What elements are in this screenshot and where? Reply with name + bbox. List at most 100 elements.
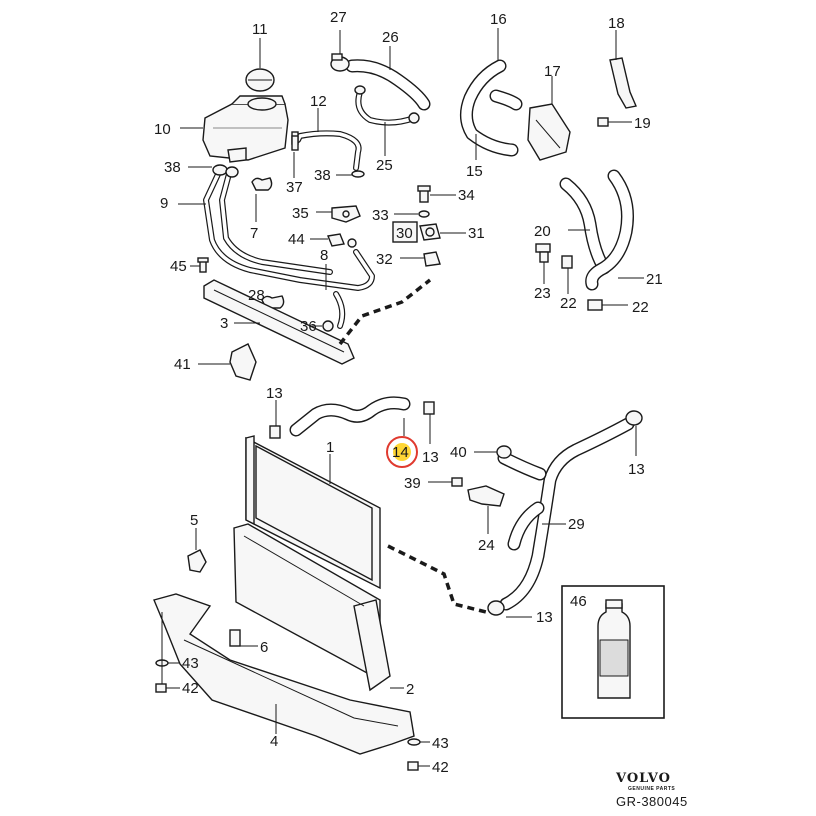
callout-44: 44 xyxy=(288,231,305,248)
callout-16: 16 xyxy=(490,11,507,28)
clamp-13-right-upper xyxy=(625,410,643,426)
callout-43-left: 43 xyxy=(182,655,199,672)
pin-6 xyxy=(229,629,241,647)
callout-42-right: 42 xyxy=(432,759,449,776)
hose-14 xyxy=(289,396,411,437)
fastener-36 xyxy=(322,291,346,332)
bolt-45 xyxy=(197,257,209,273)
radiator-1 xyxy=(245,435,381,590)
callout-26: 26 xyxy=(382,29,399,46)
callout-25: 25 xyxy=(376,157,393,174)
bumper-5 xyxy=(187,549,207,573)
callout-36: 36 xyxy=(300,318,317,335)
clamp-22-upper xyxy=(561,255,573,269)
callout-13-left: 13 xyxy=(266,385,283,402)
bracket-18 xyxy=(609,57,637,109)
callout-35: 35 xyxy=(292,205,309,222)
bolt-34 xyxy=(417,185,431,203)
brand-block: VOLVO GENUINE PARTS GR-380045 xyxy=(615,771,688,809)
callout-39: 39 xyxy=(404,475,421,492)
connector-dashed-upper xyxy=(338,278,432,346)
valve-23 xyxy=(535,243,551,263)
callout-14-highlighted: 14 xyxy=(392,444,409,461)
clip-7 xyxy=(251,177,273,191)
callout-28: 28 xyxy=(248,287,265,304)
connector-dashed-lower xyxy=(387,544,487,614)
grommet-32 xyxy=(423,251,441,267)
callout-labels: 11 27 26 16 18 17 12 10 19 25 15 38 38 3… xyxy=(154,9,663,776)
highlight-fill xyxy=(393,443,411,461)
tank-cap xyxy=(245,68,275,92)
deflector-3 xyxy=(203,279,355,365)
callout-45: 45 xyxy=(170,258,187,275)
clamp-22-lower xyxy=(587,299,603,311)
clamp-40 xyxy=(496,445,512,459)
callout-27: 27 xyxy=(330,9,347,26)
clip-35 xyxy=(331,205,361,223)
callout-18: 18 xyxy=(608,15,625,32)
callout-13-right-lower: 13 xyxy=(536,609,553,626)
callout-40: 40 xyxy=(450,444,467,461)
callout-13-center: 13 xyxy=(422,449,439,466)
drawing-code: GR-380045 xyxy=(616,794,688,809)
hose-12 xyxy=(291,130,362,171)
callout-3: 3 xyxy=(220,315,228,332)
brand-logo: VOLVO xyxy=(615,771,671,786)
callout-24: 24 xyxy=(478,537,495,554)
coolant-box-46 xyxy=(561,585,665,719)
callout-8: 8 xyxy=(320,247,328,264)
clip-38-right xyxy=(351,170,365,178)
callout-12: 12 xyxy=(310,93,327,110)
crossmember-4 xyxy=(153,593,415,755)
callout-33: 33 xyxy=(372,207,389,224)
callout-20: 20 xyxy=(534,223,551,240)
callout-23: 23 xyxy=(534,285,551,302)
bracket-41 xyxy=(229,343,257,381)
callout-30: 30 xyxy=(396,225,413,242)
callout-11: 11 xyxy=(252,21,268,38)
sensor-44 xyxy=(327,233,357,248)
callout-22-left: 22 xyxy=(560,295,577,312)
callout-15: 15 xyxy=(466,163,483,180)
callout-5: 5 xyxy=(190,512,198,529)
callout-42-left: 42 xyxy=(182,680,199,697)
callout-17: 17 xyxy=(544,63,561,80)
hose-15-16 xyxy=(460,59,523,157)
callout-4: 4 xyxy=(270,733,278,750)
condenser-2 xyxy=(233,523,391,692)
clamp-13-right-lower xyxy=(487,600,505,616)
callout-34: 34 xyxy=(458,187,475,204)
clamp-13-center xyxy=(423,401,435,415)
callout-31: 31 xyxy=(468,225,485,242)
washer-43-right xyxy=(407,738,421,746)
callout-38-right: 38 xyxy=(314,167,331,184)
washer-33 xyxy=(418,210,430,218)
callout-29: 29 xyxy=(568,516,585,533)
callout-43-right: 43 xyxy=(432,735,449,752)
callout-19: 19 xyxy=(634,115,651,132)
expansion-tank xyxy=(202,95,289,163)
bracket-24 xyxy=(467,485,505,507)
brand-tagline: GENUINE PARTS xyxy=(628,786,675,792)
callout-41: 41 xyxy=(174,356,191,373)
callout-10: 10 xyxy=(154,121,171,138)
callout-9: 9 xyxy=(160,195,168,212)
callout-13-right-upper: 13 xyxy=(628,461,645,478)
callout-32: 32 xyxy=(376,251,393,268)
bolt-42-left xyxy=(155,683,167,693)
callout-6: 6 xyxy=(260,639,268,656)
bracket-17 xyxy=(527,103,571,161)
hose-29 xyxy=(497,417,635,611)
clamp-27 xyxy=(330,53,350,72)
clamp-13-left xyxy=(269,425,281,439)
pipe-8 xyxy=(219,167,333,275)
pipe-9 xyxy=(203,167,375,291)
callout-7: 7 xyxy=(250,225,258,242)
callout-22-right: 22 xyxy=(632,299,649,316)
callout-2: 2 xyxy=(406,681,414,698)
hose-25 xyxy=(354,85,420,126)
callout-21: 21 xyxy=(646,271,663,288)
callout-38-left: 38 xyxy=(164,159,181,176)
highlight-ring xyxy=(386,436,418,468)
